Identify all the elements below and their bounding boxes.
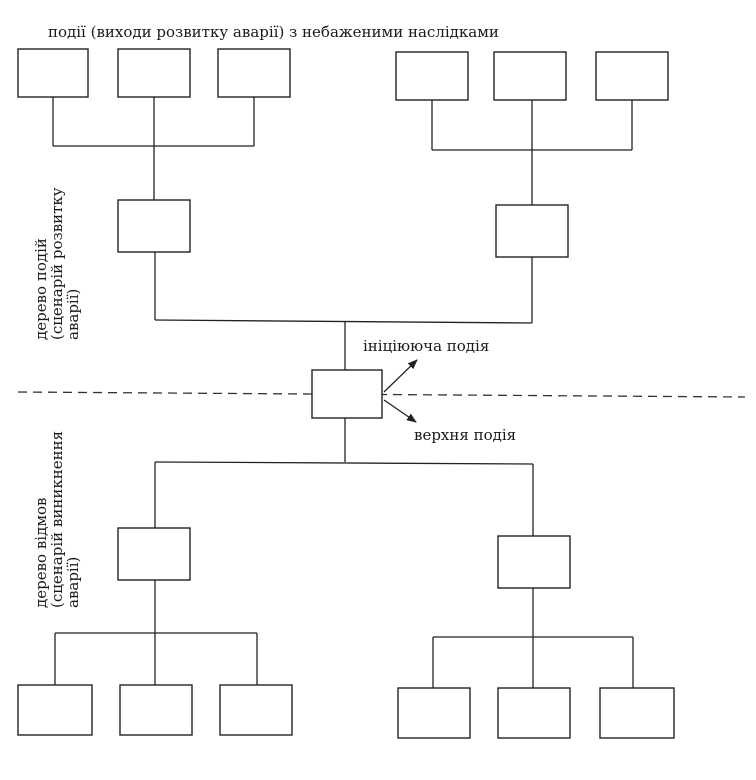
basic-event-box (397, 687, 471, 739)
top-event-arrow (383, 399, 417, 423)
outcome-box (17, 48, 89, 98)
outcome-box (217, 48, 291, 98)
event-tree-label-line2: (сценарій розвитку (48, 187, 66, 340)
basic-event-box (119, 684, 193, 736)
outcome-box (395, 51, 469, 101)
fault-tree-label-line2: (сценарій виникнення (48, 431, 66, 608)
outcome-events-label: події (виходи розвитку аварії) з небажен… (48, 23, 499, 41)
fault-box (117, 527, 191, 581)
initiating-top-event-box (311, 369, 383, 419)
fault-tree-side-label: дерево відмов (сценарій виникнення аварі… (32, 431, 82, 608)
event-box (117, 199, 191, 253)
connector (154, 461, 534, 465)
event-tree-side-label: дерево подій (сценарій розвитку аварії) (32, 187, 82, 340)
connector (154, 319, 533, 324)
initiating-event-arrow (383, 359, 418, 393)
basic-event-box (219, 684, 293, 736)
basic-event-box (17, 684, 93, 736)
outcome-box (117, 48, 191, 98)
event-box (495, 204, 569, 258)
basic-event-box (497, 687, 571, 739)
fault-box (497, 535, 571, 589)
initiating-event-label: ініціююча подія (363, 337, 489, 355)
basic-event-box (599, 687, 675, 739)
event-tree-label-line1: дерево подій (32, 238, 50, 340)
fault-tree-label-line3: аварії) (64, 557, 82, 608)
event-tree-label-line3: аварії) (64, 289, 82, 340)
top-event-label: верхня подія (414, 426, 516, 444)
fault-tree-label-line1: дерево відмов (32, 498, 50, 608)
outcome-box (595, 51, 669, 101)
outcome-box (493, 51, 567, 101)
